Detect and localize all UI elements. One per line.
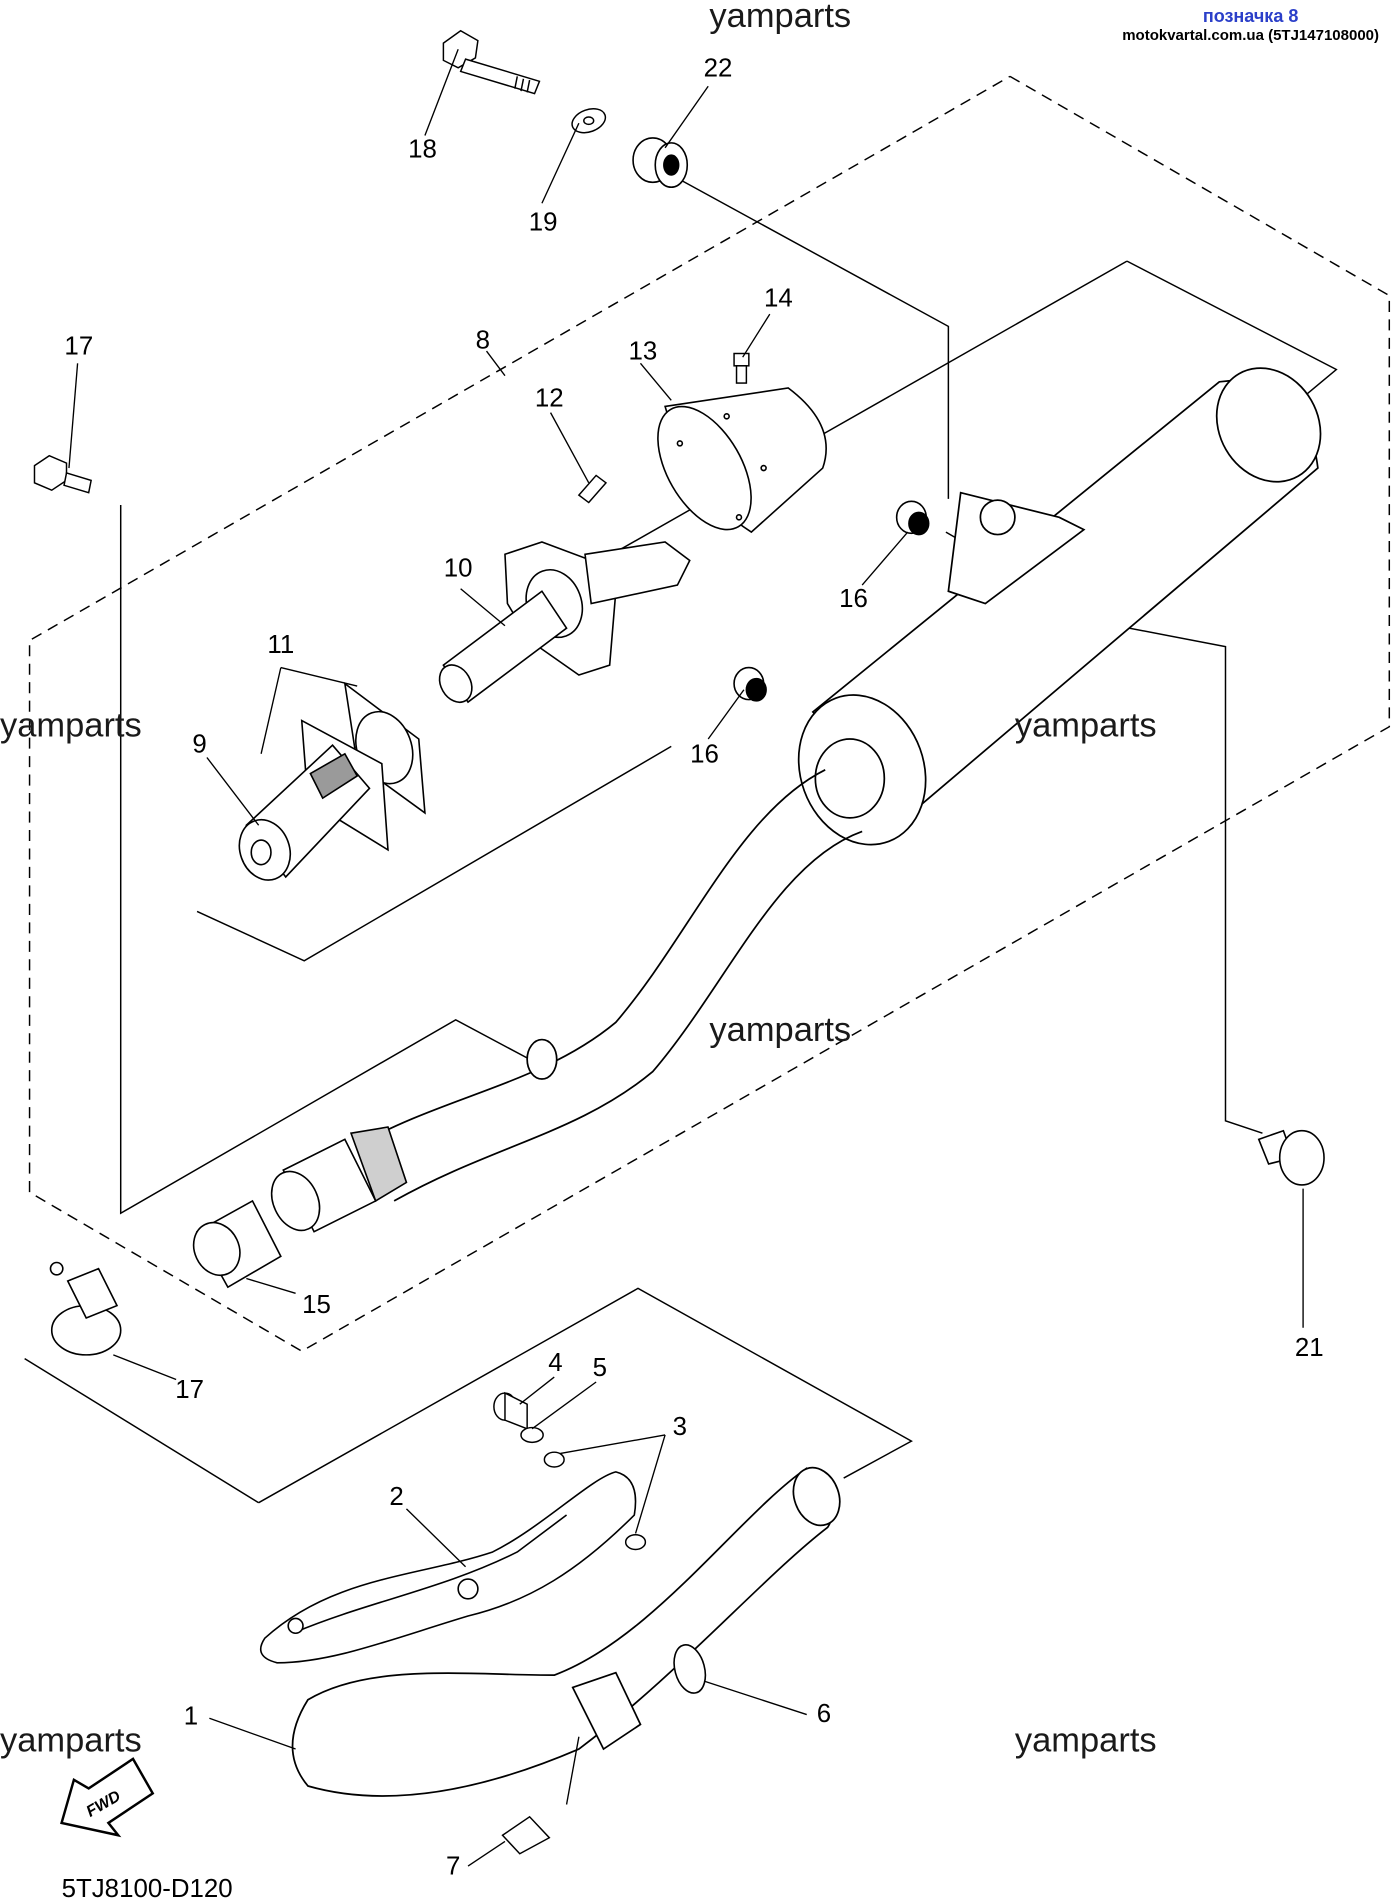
bolt-part-18 [33,454,92,494]
assembly-dashed-outline [28,75,1391,1353]
header-badge: позначка 8 [1202,6,1299,26]
bolt-part-19 [442,29,541,95]
callout-leaders [68,49,1304,1867]
end-cap-part-13 [657,387,827,534]
watermark-left-upper: yamparts [0,707,142,745]
callout-2: 2 [389,1483,403,1511]
washer-part-5 [520,1426,544,1444]
clamp-part-17 [49,1261,122,1356]
screw-part-14 [733,352,750,384]
slip-joint [270,1126,408,1233]
grommet-part-22 [632,137,689,189]
callout-11: 11 [267,631,294,659]
callout-8: 8 [476,327,490,355]
muffler-body [797,367,1322,846]
callout-20: 19 [529,208,558,236]
callout-10: 10 [444,554,473,582]
diagram-code: 5TJ8100-D120 [62,1875,233,1903]
callout-22: 22 [704,54,733,82]
callout-12: 12 [535,384,564,412]
washer-part-3 [543,1451,647,1551]
callout-16-upper: 16 [839,585,868,613]
callout-1: 1 [184,1702,198,1730]
bolt-part-4 [493,1391,528,1430]
inner-pipe-part-10 [438,541,691,704]
callout-3: 3 [673,1413,687,1441]
callout-16-lower: 16 [690,740,719,768]
watermark-right-upper: yamparts [1015,707,1157,745]
exhaust-pipe-part-1 [291,1466,841,1797]
spark-screen-part-9 [238,744,371,881]
collar-part-16-upper [895,500,930,536]
exhaust-pipe-upper [356,769,863,1202]
fwd-arrow-icon: FWD [60,1757,155,1838]
watermark-left-lower: yamparts [0,1721,142,1759]
washer-part-20 [571,107,607,134]
screw-part-12 [577,474,608,504]
callout-labels: 18 19 22 17 8 12 13 14 10 11 9 16 16 15 … [64,54,1323,1880]
callout-13: 13 [629,338,658,366]
watermark-top: yamparts [709,0,851,35]
callout-4: 4 [548,1349,562,1377]
bolt-part-7 [501,1815,551,1855]
collar-part-16-lower [733,666,767,702]
joint-sleeve-part-15 [192,1199,282,1289]
callout-7: 7 [446,1853,460,1881]
watermarks: yamparts yamparts yamparts yamparts yamp… [0,0,1157,1759]
callout-6: 6 [817,1700,831,1728]
header-badge-block: позначка 8 motokvartal.com.ua (5TJ147108… [1122,6,1379,44]
callout-9: 9 [192,731,206,759]
callout-19: 18 [408,136,437,164]
callout-18: 17 [64,333,93,361]
reference-lines [24,174,1338,1504]
damper-part-21 [1257,1129,1325,1186]
protector-part-2 [259,1471,637,1664]
watermark-right-lower: yamparts [1015,1721,1157,1759]
callout-17: 17 [175,1376,204,1404]
callout-15: 15 [302,1291,331,1319]
watermark-center: yamparts [709,1011,851,1049]
callout-21: 21 [1295,1334,1324,1362]
gasket-part-6 [673,1644,707,1694]
callout-5: 5 [593,1354,607,1382]
callout-14: 14 [764,285,793,313]
header-source: motokvartal.com.ua (5TJ147108000) [1122,27,1379,44]
